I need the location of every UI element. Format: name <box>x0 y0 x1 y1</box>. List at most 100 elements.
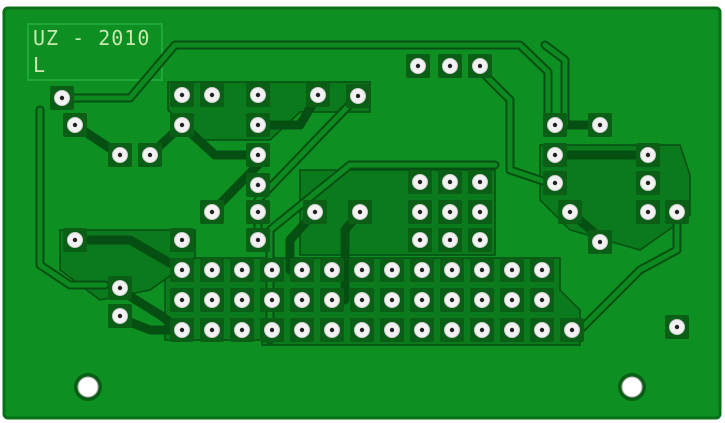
pad-drill-hole <box>72 237 78 243</box>
pad-drill-hole <box>239 267 245 273</box>
pad-drill-hole <box>72 122 78 128</box>
pad-drill-hole <box>552 122 558 128</box>
pad-drill-hole <box>209 267 215 273</box>
pad-drill-hole <box>299 297 305 303</box>
pad-drill-hole <box>209 209 215 215</box>
pad-drill-hole <box>552 180 558 186</box>
mounting-hole-right-bore <box>621 376 643 398</box>
pad-drill-hole <box>449 267 455 273</box>
pad-drill-hole <box>419 267 425 273</box>
pad-drill-hole <box>597 122 603 128</box>
traces-inner <box>37 42 680 343</box>
pad-drill-hole <box>179 297 185 303</box>
board-edge-shade <box>2 6 722 420</box>
trace-12 <box>70 235 187 275</box>
pad-drill-hole <box>447 179 453 185</box>
silkscreen-label: UZ - 2010 L <box>27 23 163 81</box>
pad-drill-hole <box>552 152 558 158</box>
pad-drill-hole <box>419 297 425 303</box>
trace-9-core <box>475 65 558 188</box>
pad-drill-hole <box>255 122 261 128</box>
pad-drill-hole <box>179 237 185 243</box>
pad-drill-hole <box>239 327 245 333</box>
pad-drill-hole <box>509 267 515 273</box>
pad-drill-hole <box>674 209 680 215</box>
pad-drill-hole <box>209 297 215 303</box>
pad-drill-hole <box>567 209 573 215</box>
pad-drill-hole <box>477 237 483 243</box>
pad-drill-hole <box>419 327 425 333</box>
pad-drill-hole <box>255 92 261 98</box>
mounting-holes <box>74 373 646 401</box>
trace-20-core <box>542 42 568 128</box>
pad-drill-hole <box>447 209 453 215</box>
pad-drill-hole <box>299 327 305 333</box>
pad-drill-hole <box>447 237 453 243</box>
pad-drill-hole <box>329 297 335 303</box>
pad-drill-hole <box>477 63 483 69</box>
pad-drill-hole <box>239 297 245 303</box>
pad-drill-hole <box>312 209 318 215</box>
pad-drill-hole <box>59 95 65 101</box>
pad-drill-hole <box>299 267 305 273</box>
pad-drill-hole <box>479 267 485 273</box>
pad-drill-hole <box>645 209 651 215</box>
silkscreen-line1: UZ - 2010 <box>33 26 150 50</box>
pad-drill-hole <box>269 297 275 303</box>
pad-drill-hole <box>209 92 215 98</box>
pad-drill-hole <box>179 122 185 128</box>
pad-drill-hole <box>389 297 395 303</box>
pads <box>50 54 689 342</box>
trace-1-core <box>59 42 551 128</box>
pad-drill-hole <box>329 327 335 333</box>
pad-drill-hole <box>569 327 575 333</box>
pad-drill-hole <box>449 327 455 333</box>
pad-drill-hole <box>357 209 363 215</box>
pad-drill-hole <box>269 267 275 273</box>
silkscreen-box <box>27 23 163 81</box>
pad-drill-hole <box>355 93 361 99</box>
pad-drill-hole <box>179 327 185 333</box>
pad-drill-hole <box>255 237 261 243</box>
pad-drill-hole <box>479 327 485 333</box>
pad-drill-hole <box>539 267 545 273</box>
pad-drill-hole <box>359 327 365 333</box>
pad-drill-hole <box>597 239 603 245</box>
pad-drill-hole <box>209 327 215 333</box>
pad-drill-hole <box>359 297 365 303</box>
pad-drill-hole <box>539 297 545 303</box>
pad-drill-hole <box>179 267 185 273</box>
trace-2-core <box>37 107 108 288</box>
pad-drill-hole <box>117 152 123 158</box>
pad-drill-hole <box>539 327 545 333</box>
pad-drill-hole <box>509 327 515 333</box>
pad-drill-hole <box>645 152 651 158</box>
pad-drill-hole <box>315 92 321 98</box>
pad-drill-hole <box>674 324 680 330</box>
trace-19-core <box>577 209 680 333</box>
pad-drill-hole <box>255 152 261 158</box>
pad-drill-hole <box>417 179 423 185</box>
pad-drill-hole <box>147 152 153 158</box>
mounting-hole-left-bore <box>77 376 99 398</box>
pad-drill-hole <box>449 297 455 303</box>
pad-drill-hole <box>477 179 483 185</box>
pad-drill-hole <box>389 327 395 333</box>
pad-drill-hole <box>415 63 421 69</box>
pad-drill-hole <box>117 313 123 319</box>
pad-drill-hole <box>255 182 261 188</box>
pad-drill-hole <box>477 209 483 215</box>
pad-drill-hole <box>359 267 365 273</box>
pad-drill-hole <box>269 327 275 333</box>
pad-drill-hole <box>447 63 453 69</box>
pad-drill-hole <box>179 92 185 98</box>
pad-drill-hole <box>329 267 335 273</box>
pad-drill-hole <box>417 237 423 243</box>
pad-drill-hole <box>509 297 515 303</box>
pad-drill-hole <box>389 267 395 273</box>
pad-drill-hole <box>645 180 651 186</box>
trace-15-core <box>267 162 498 343</box>
pad-drill-hole <box>255 209 261 215</box>
